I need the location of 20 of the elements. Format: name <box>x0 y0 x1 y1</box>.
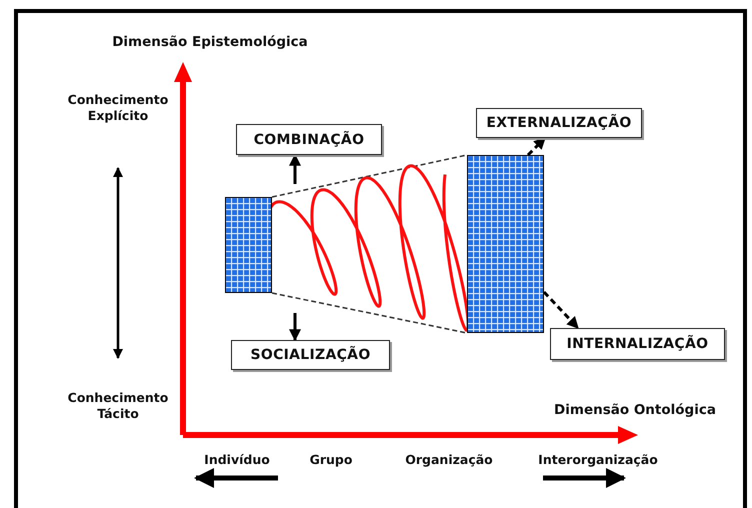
concept-label: EXTERNALIZAÇÃO <box>486 115 632 131</box>
arrow <box>289 313 301 342</box>
scale-label: Indivíduo <box>204 452 270 468</box>
concept-box <box>236 124 382 155</box>
arrow <box>542 290 580 330</box>
concept-box <box>550 328 725 360</box>
concept-label: COMBINAÇÃO <box>254 132 364 148</box>
grid-block <box>467 155 544 333</box>
concept-box <box>476 108 642 138</box>
scale-label: Grupo <box>310 452 352 468</box>
scale-label: Organização <box>405 452 493 468</box>
axis-title: Dimensão Ontológica <box>554 402 716 419</box>
axis-title: Dimensão Epistemológica <box>112 34 308 51</box>
concept-label: INTERNALIZAÇÃO <box>566 336 708 352</box>
concept-label: SOCIALIZAÇÃO <box>250 347 371 363</box>
concept-box <box>231 340 390 370</box>
grid-block <box>225 197 272 293</box>
scale-label: Interorganização <box>538 452 658 468</box>
axis-label: Conhecimento Tácito <box>66 390 170 422</box>
axis-label: Conhecimento Explícito <box>66 92 170 124</box>
